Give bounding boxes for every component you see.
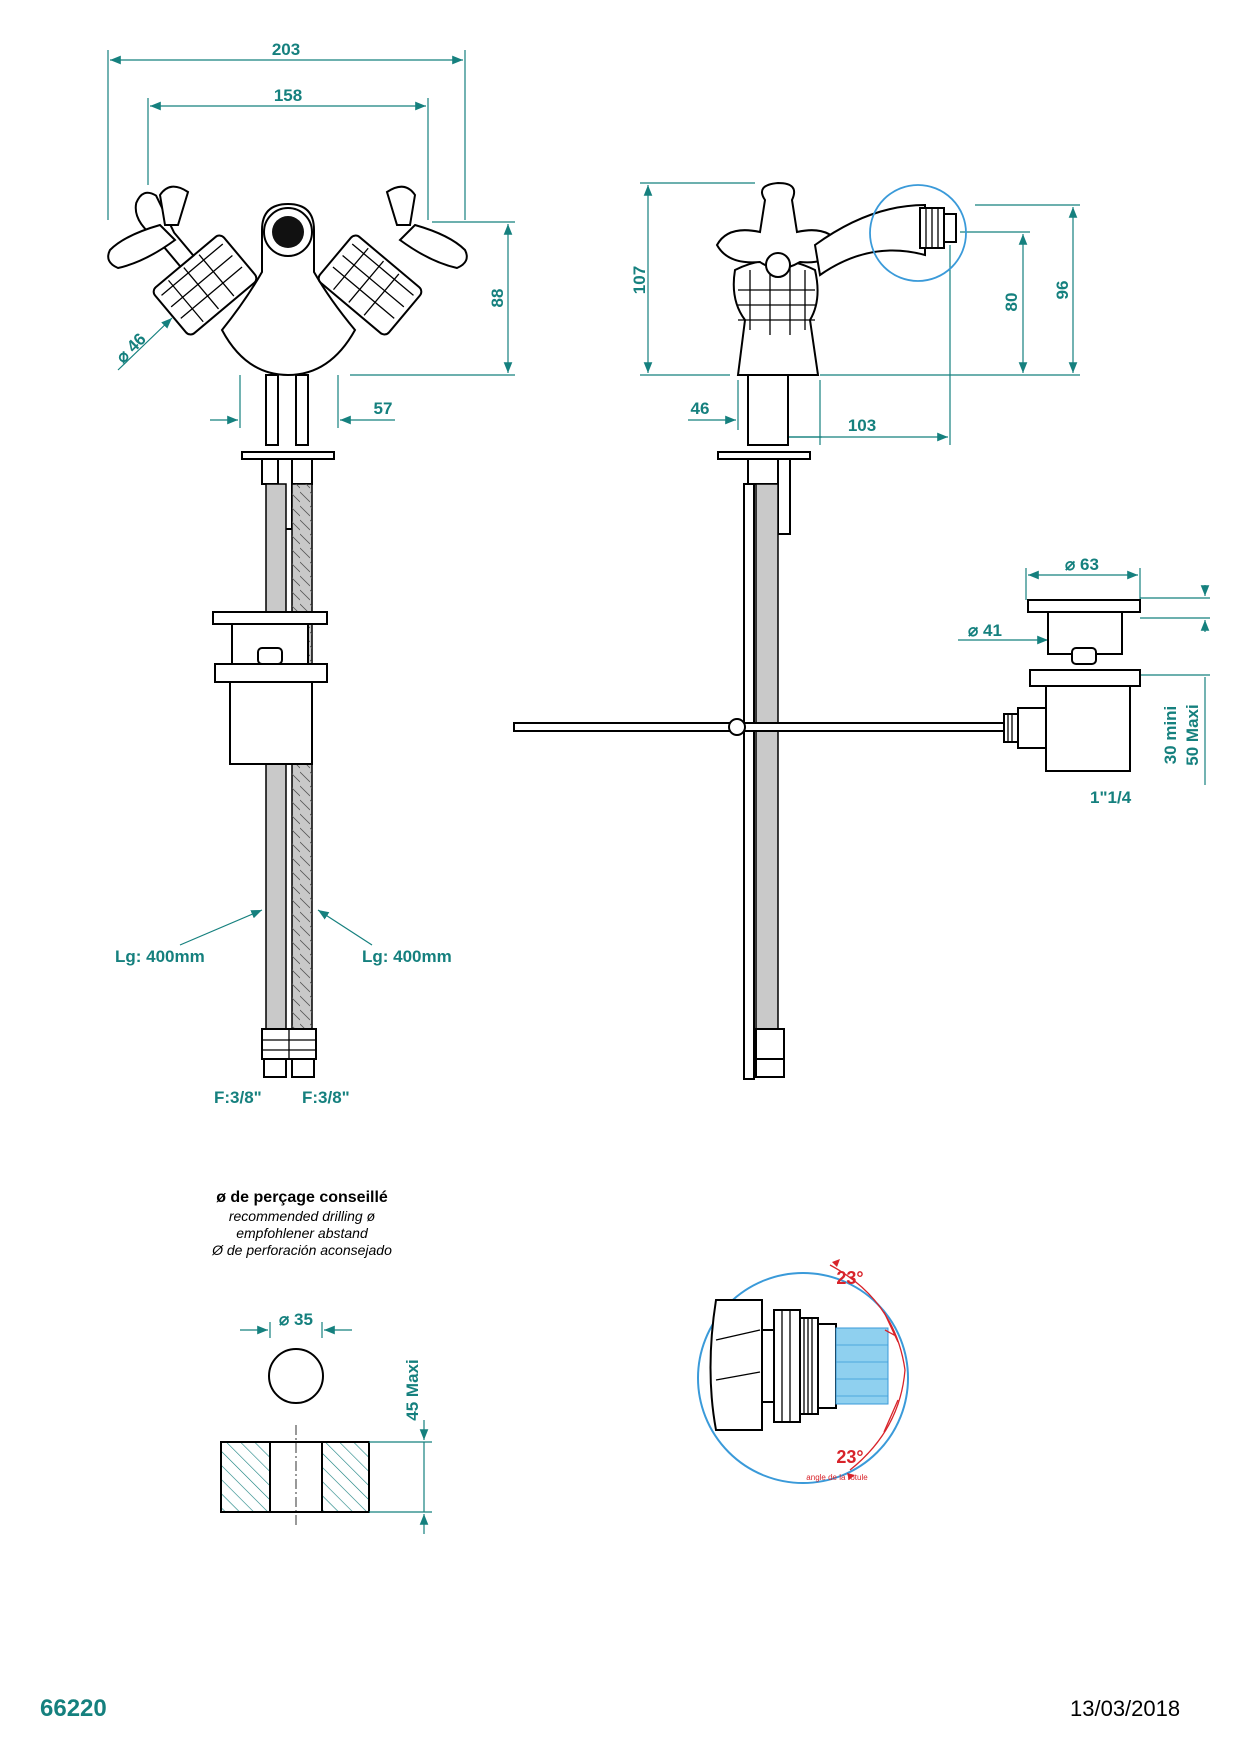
dim-46-label: ⌀ 46 — [112, 329, 149, 366]
front-right-lever-top — [385, 185, 417, 226]
product-reference: 66220 — [40, 1695, 107, 1722]
dim-88-label: 88 — [488, 289, 507, 308]
dim-103-label: 103 — [848, 416, 876, 435]
front-right-handle — [317, 234, 423, 336]
hose-label-left: Lg: 400mm — [115, 909, 263, 966]
dim-waste-outer: ⌀ 63 — [1025, 555, 1141, 600]
dim-detail-height: 96 — [975, 204, 1080, 376]
dim-reach: 103 — [780, 245, 951, 445]
svg-text:Lg: 400mm: Lg: 400mm — [362, 947, 452, 966]
dim-handle-width: 158 — [147, 86, 429, 220]
dim-overall-width: 203 — [107, 40, 466, 220]
dim-57-label: 57 — [374, 399, 393, 418]
drill-section — [220, 1425, 370, 1528]
dim-drill-diameter: ⌀ 35 — [240, 1310, 352, 1338]
svg-text:Lg: 400mm: Lg: 400mm — [115, 947, 205, 966]
dim-46-side-label: 46 — [691, 399, 710, 418]
dim-max-thickness: 45 Maxi — [369, 1359, 432, 1534]
connector-label-left: F:3/8" — [214, 1088, 262, 1107]
dim-range-min-label: 30 mini — [1161, 706, 1180, 765]
swivel-detail: 23° 23° angle de la rotule — [697, 1259, 909, 1484]
connector-label-right: F:3/8" — [302, 1088, 350, 1107]
dim-203-label: 203 — [272, 40, 300, 59]
dim-handle-diameter: ⌀ 46 — [112, 317, 173, 371]
dim-outlet-height: 80 — [820, 231, 1030, 376]
dim-63-label: ⌀ 63 — [1065, 555, 1099, 574]
dim-96-label: 96 — [1053, 281, 1072, 300]
drill-hole-top — [268, 1348, 324, 1404]
dim-80-label: 80 — [1002, 293, 1021, 312]
waste-body — [1003, 599, 1141, 772]
swivel-angle-top: 23° — [836, 1268, 863, 1288]
front-left-lever — [107, 223, 177, 270]
dim-shank-spacing: 57 — [210, 375, 395, 428]
drilling-line-de: empfohlener abstand — [236, 1225, 369, 1241]
swivel-angle-bottom: 23° — [836, 1447, 863, 1467]
drilling-line-en: recommended drilling ø — [229, 1208, 376, 1224]
side-mixer-body — [715, 181, 967, 376]
side-view: 107 80 96 46 103 — [513, 181, 1080, 1080]
front-shanks — [241, 374, 335, 530]
waste-rod — [513, 718, 1005, 736]
dim-41-label: ⌀ 41 — [968, 621, 1002, 640]
swivel-caption: angle de la rotule — [806, 1473, 868, 1482]
front-view: 203 158 88 ⌀ 46 57 — [107, 40, 515, 1107]
front-right-lever — [398, 223, 468, 270]
hose-label-right: Lg: 400mm — [317, 909, 452, 966]
dim-waste-inner: ⌀ 41 — [958, 621, 1048, 645]
front-left-lever-top — [158, 185, 190, 226]
dim-range-max-label: 50 Maxi — [1183, 704, 1202, 765]
dim-107-label: 107 — [630, 266, 649, 294]
front-waste — [212, 611, 328, 765]
dim-45-label: 45 Maxi — [403, 1359, 422, 1420]
detail-callout-circle — [869, 184, 967, 282]
dim-waste-range: 30 mini 50 Maxi — [1140, 585, 1210, 785]
front-hoses — [261, 483, 317, 1078]
drilling-line-es: Ø de perforación aconsejado — [211, 1242, 392, 1258]
drilling-title: ø de perçage conseillé — [216, 1189, 388, 1206]
dim-height: 88 — [350, 221, 515, 376]
waste-thread-label: 1"1/4 — [1090, 788, 1132, 807]
dim-base-offset: 46 — [688, 380, 739, 430]
dim-158-label: 158 — [274, 86, 302, 105]
side-shank — [717, 374, 811, 1080]
dim-35-label: ⌀ 35 — [279, 1310, 313, 1329]
dim-side-height: 107 — [630, 182, 755, 376]
front-mixer-body — [107, 185, 468, 377]
waste-detail: ⌀ 63 ⌀ 41 30 mini 50 Maxi 1 — [958, 555, 1210, 807]
drawing-date: 13/03/2018 — [1070, 1696, 1180, 1721]
drilling-note: ø de perçage conseillé recommended drill… — [211, 1189, 432, 1534]
